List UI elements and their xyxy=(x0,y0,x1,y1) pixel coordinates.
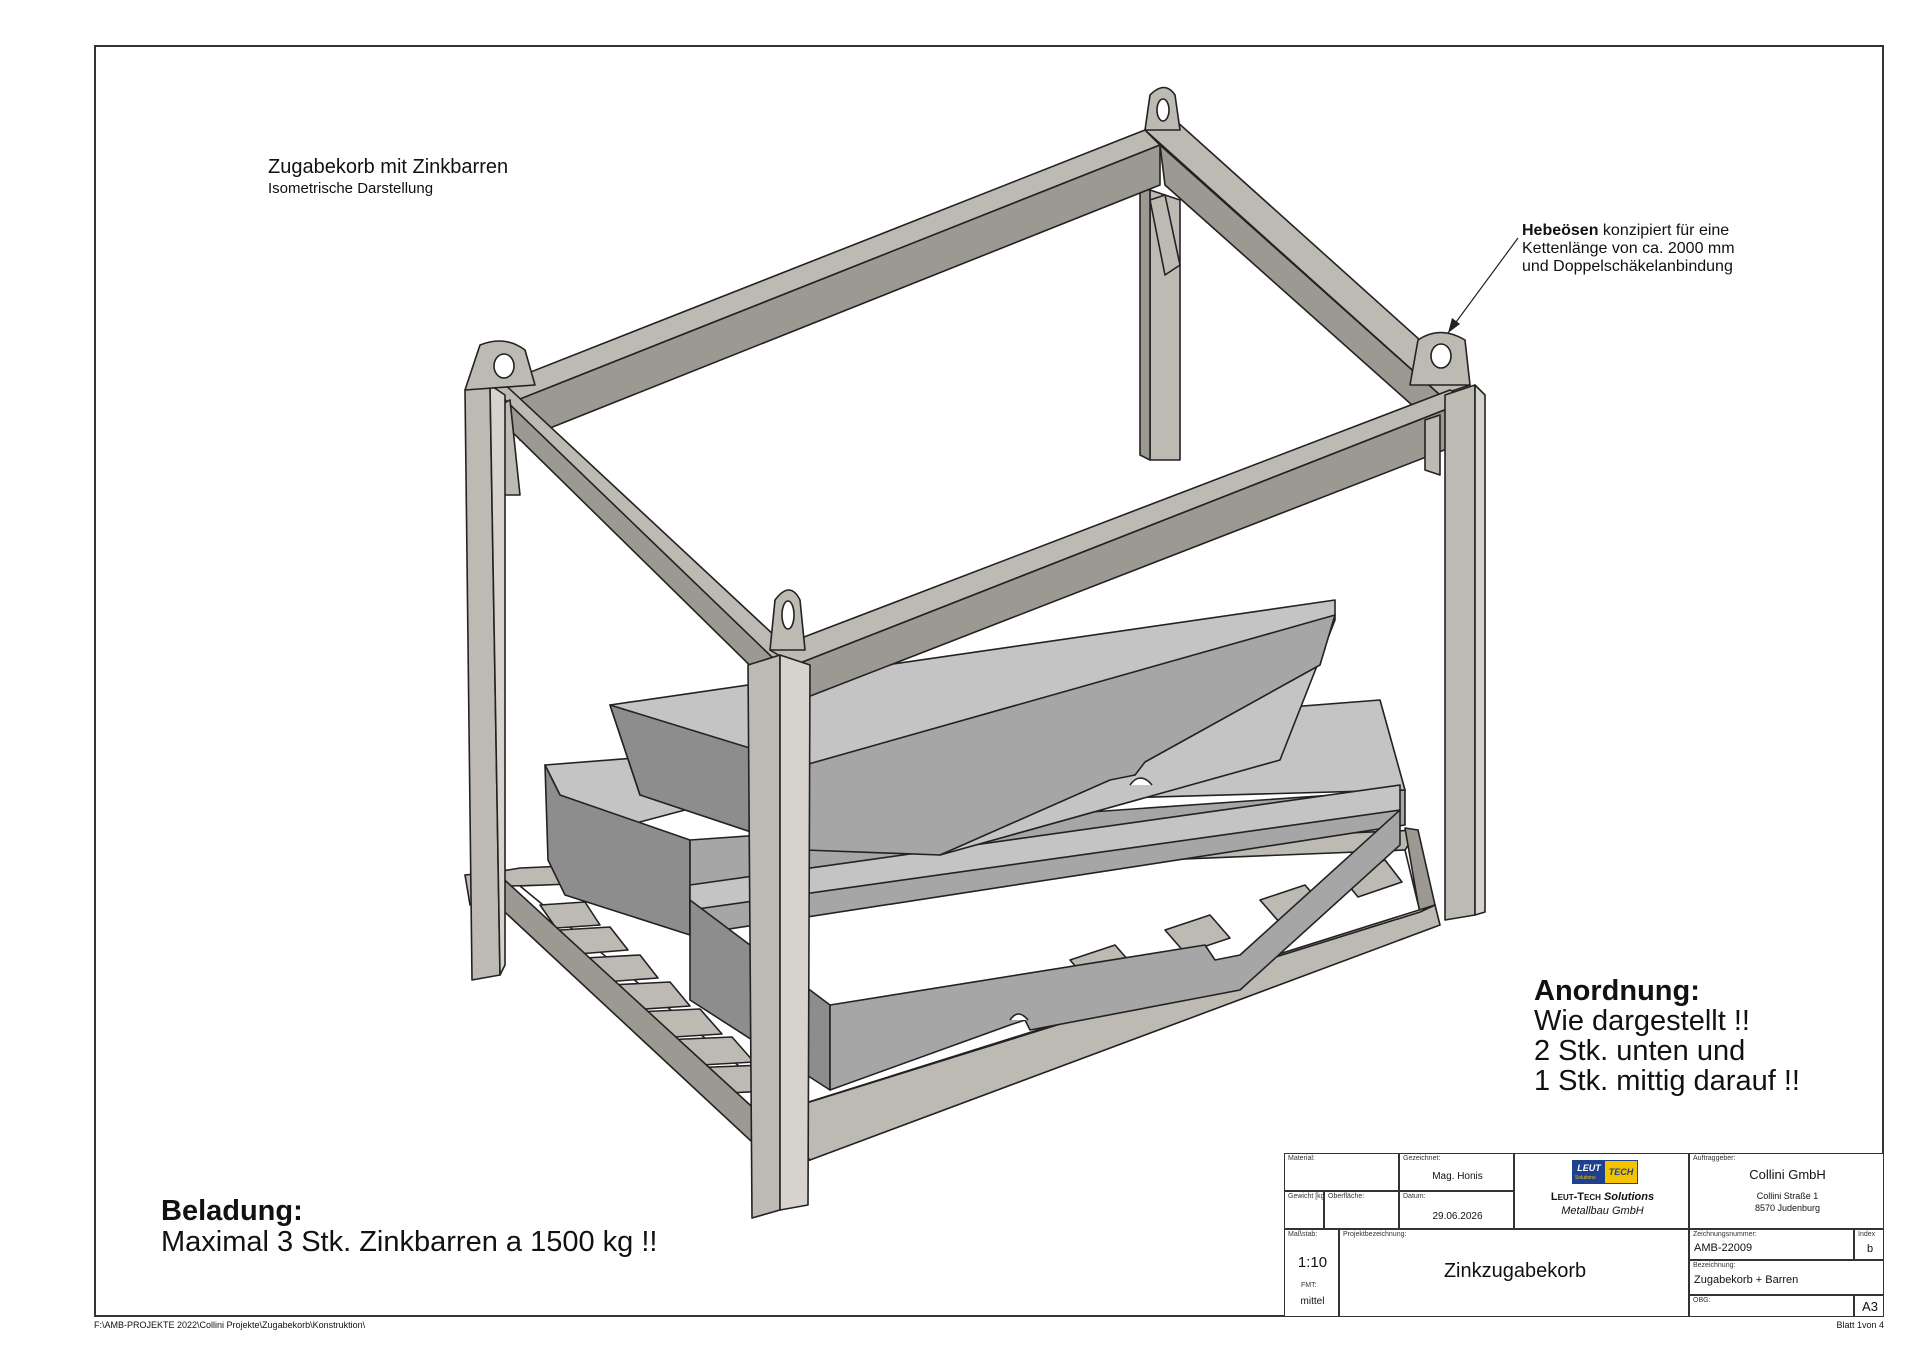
lifting-lug-front xyxy=(769,589,806,651)
note-bold: Hebeösen xyxy=(1522,222,1599,239)
project-cell: Projektbezeichnung: Zinkzugabekorb xyxy=(1339,1229,1689,1317)
client-name: Collini GmbH xyxy=(1749,1167,1826,1182)
arrangement-line-3: 1 Stk. mittig darauf !! xyxy=(1534,1065,1800,1097)
company-logo: LEUT TECH Solutions xyxy=(1572,1160,1638,1184)
lifting-lug-left xyxy=(464,340,536,391)
scale-value: 1:10 xyxy=(1297,1254,1328,1271)
lifting-lug-right xyxy=(1409,331,1471,386)
note-line2: Kettenlänge von ca. 2000 mm xyxy=(1522,240,1735,257)
client-cell: Auftraggeber: Collini GmbH Collini Straß… xyxy=(1689,1153,1884,1229)
drawing-title: Zugabekorb mit Zinkbarren xyxy=(268,156,509,178)
fmt-value: mittel xyxy=(1300,1296,1325,1307)
note-line1: konzipiert für eine xyxy=(1598,222,1730,239)
sheet-number: Blatt 1von 4 xyxy=(1836,1320,1884,1330)
lifting-lug-back xyxy=(1144,86,1181,131)
company-subname: Metallbau GmbH xyxy=(1561,1205,1644,1217)
date-value: 29.06.2026 xyxy=(1432,1211,1483,1222)
loading-heading: Beladung: xyxy=(161,1195,303,1227)
index-cell: Index b xyxy=(1854,1229,1884,1260)
scale-cell: Maßstab: 1:10 FMT: mittel xyxy=(1284,1229,1339,1317)
arrangement-heading: Anordnung: xyxy=(1534,975,1700,1007)
drawn-cell: Gezeichnet: Mag. Honis xyxy=(1399,1153,1514,1191)
annotation-leader-line xyxy=(1447,237,1519,334)
beam-front xyxy=(769,389,1471,666)
index-value: b xyxy=(1866,1243,1874,1255)
title-block: Material: Gezeichnet: Mag. Honis Gewicht… xyxy=(1284,1153,1884,1317)
note-line3: und Doppelschäkelanbindung xyxy=(1522,258,1733,275)
annotation-arrowhead xyxy=(1448,318,1460,333)
beam-back xyxy=(484,129,1161,406)
lifting-eye-note: Hebeösen konzipiert für eine Kettenlänge… xyxy=(1522,222,1735,276)
company-cell: LEUT TECH Solutions Leut-Tech Solutions … xyxy=(1514,1153,1689,1229)
client-city: 8570 Judenburg xyxy=(1754,1203,1821,1213)
arrangement-line-2: 2 Stk. unten und xyxy=(1534,1035,1746,1067)
material-cell: Material: xyxy=(1284,1153,1399,1191)
designation-value: Zugabekorb + Barren xyxy=(1694,1274,1799,1286)
drawing-frame xyxy=(94,45,1884,1317)
surface-cell: Oberfläche: xyxy=(1324,1191,1399,1229)
format-value: A3 xyxy=(1862,1299,1878,1314)
obg-cell: OBG: xyxy=(1689,1295,1854,1317)
post-front-right xyxy=(1444,384,1486,921)
loading-line: Maximal 3 Stk. Zinkbarren a 1500 kg !! xyxy=(161,1226,658,1258)
designation-cell: Bezeichnung: Zugabekorb + Barren xyxy=(1689,1260,1884,1295)
post-front-left xyxy=(747,654,811,1219)
arrangement-line-1: Wie dargestellt !! xyxy=(1534,1005,1750,1037)
project-value: Zinkzugabekorb xyxy=(1443,1260,1587,1282)
company-name: Leut-Tech Solutions xyxy=(1550,1191,1655,1203)
drawn-value: Mag. Honis xyxy=(1432,1171,1483,1182)
weight-cell: Gewicht [kg]: xyxy=(1284,1191,1328,1229)
drawing-number: AMB-22009 xyxy=(1694,1242,1753,1254)
file-path: F:\AMB-PROJEKTE 2022\Collini Projekte\Zu… xyxy=(94,1320,366,1330)
drawing-number-cell: Zeichnungsnummer: AMB-22009 xyxy=(1689,1229,1854,1260)
client-street: Collini Straße 1 xyxy=(1756,1191,1819,1201)
post-back-left xyxy=(464,384,506,981)
drawing-subtitle: Isometrische Darstellung xyxy=(268,180,434,197)
date-cell: Datum: 29.06.2026 xyxy=(1399,1191,1514,1229)
format-cell: A3 xyxy=(1854,1295,1884,1317)
